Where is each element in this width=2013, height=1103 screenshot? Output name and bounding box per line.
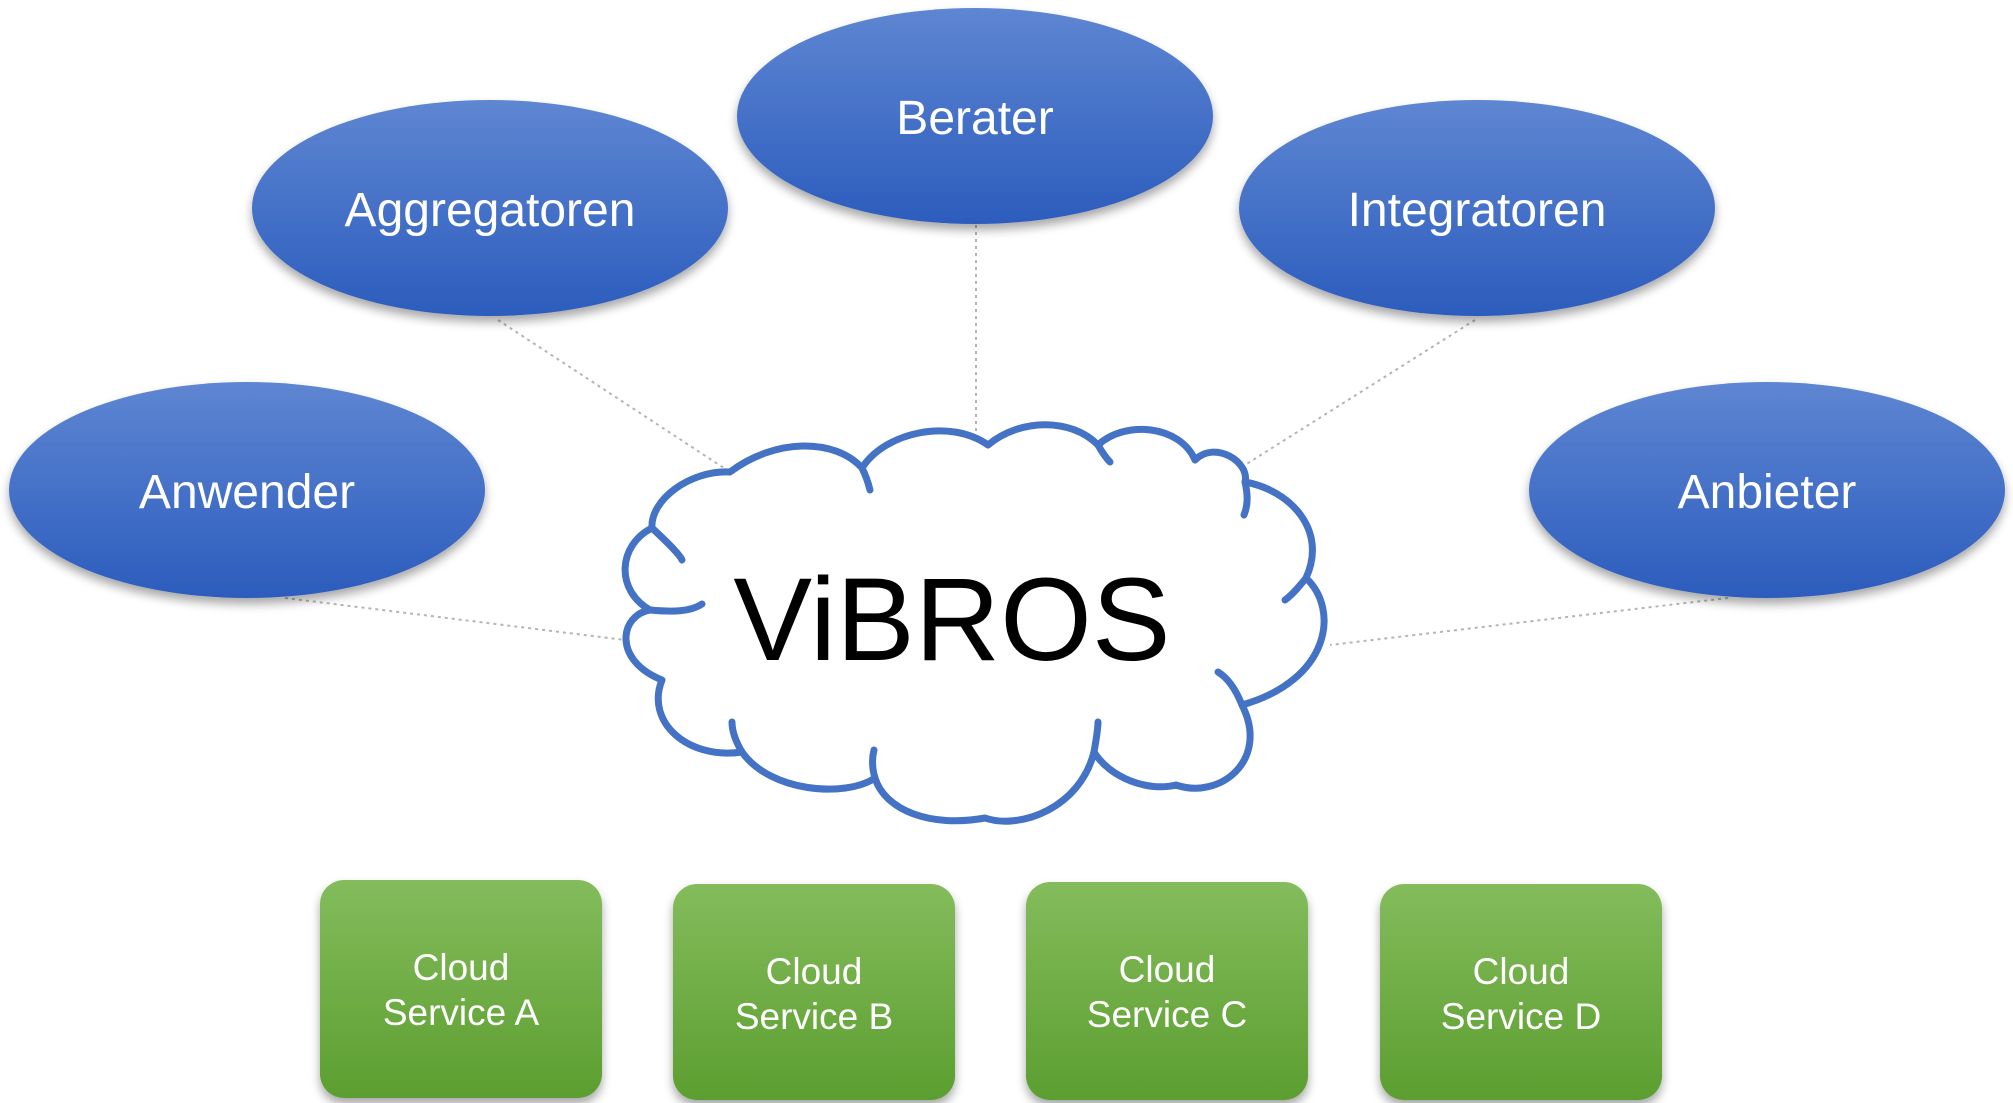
connector-integratoren [1244,319,1476,466]
connectors [284,225,1729,646]
service-label-line1: Cloud [766,951,863,992]
cloud-service-b [673,884,955,1100]
cloud-service-a [320,880,602,1098]
connector-anwender [284,597,626,641]
stakeholder-label: Anwender [139,466,355,519]
connector-anbieter [1329,597,1729,646]
stakeholder-anwender [9,382,485,598]
service-label-line1: Cloud [413,947,510,988]
stakeholder-berater [737,8,1213,224]
stakeholder-anbieter [1529,382,2005,598]
stakeholder-label: Integratoren [1348,184,1607,237]
service-label-line2: Service A [383,992,540,1033]
stakeholder-label: Aggregatoren [345,184,636,237]
cloud-service-c [1026,882,1308,1100]
service-label-line2: Service B [735,996,893,1037]
stakeholder-aggregatoren [252,100,728,316]
service-label-line1: Cloud [1119,949,1216,990]
stakeholder-integratoren [1239,100,1715,316]
service-label-line1: Cloud [1473,951,1570,992]
vibros-label: ViBROS [733,554,1170,686]
stakeholder-label: Berater [896,92,1053,145]
stakeholder-label: Anbieter [1678,466,1857,519]
vibros-cloud-shape [621,421,1328,825]
cloud-service-d [1380,884,1662,1100]
service-label-line2: Service C [1087,994,1247,1035]
cloud-inner-bumps [646,441,1310,782]
connector-aggregatoren [497,319,731,473]
service-label-line2: Service D [1441,996,1601,1037]
